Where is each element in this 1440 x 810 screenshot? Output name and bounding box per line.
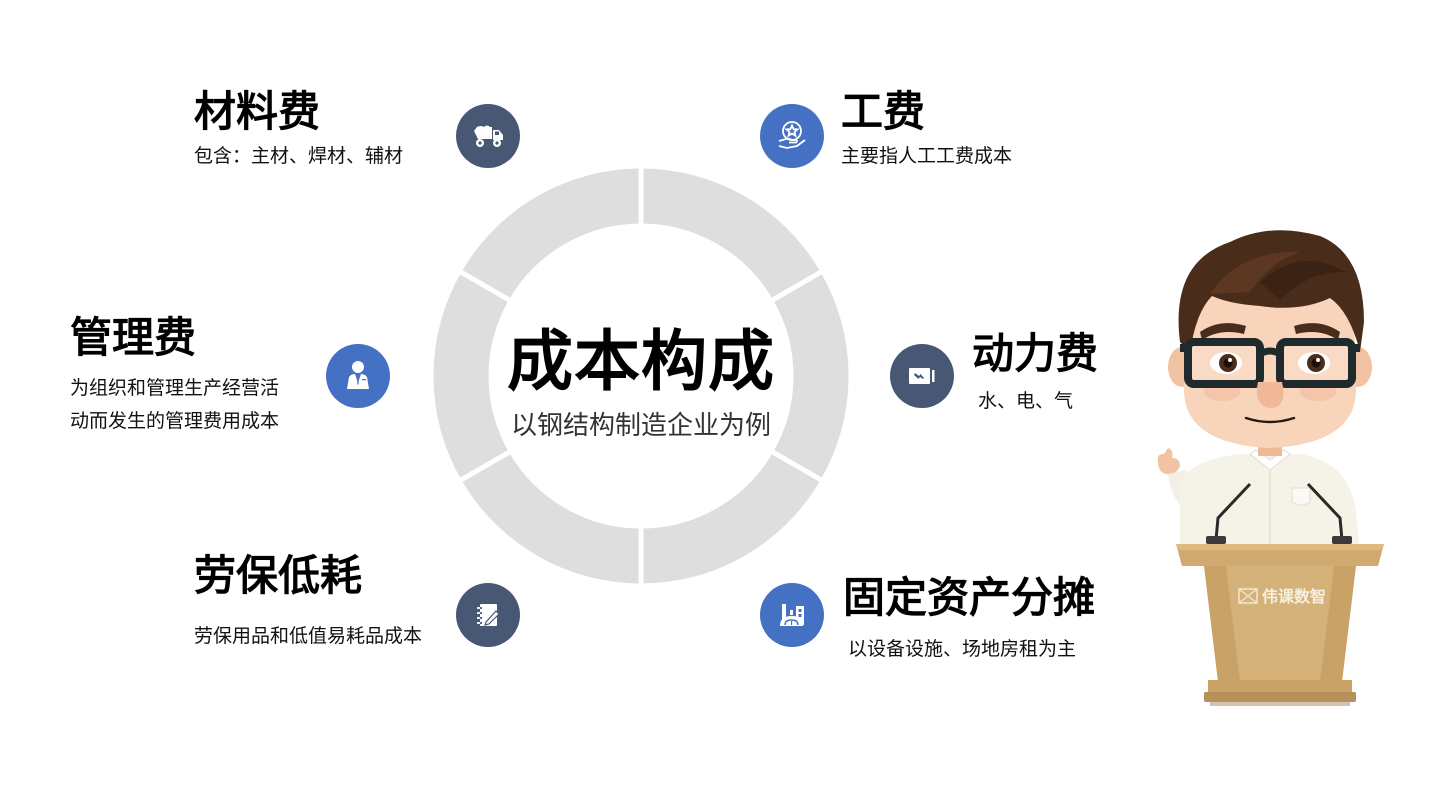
manager-person-icon [326, 344, 390, 408]
item-desc-fixed-asset-amortization: 以设备设施、场地房租为主 [848, 638, 1077, 660]
diagram-title: 成本构成 [507, 323, 775, 400]
item-title-labor-cost: 工费 [841, 87, 926, 136]
presenter-illustration: 伟课数智 [1157, 230, 1384, 706]
item-title-power-cost: 动力费 [972, 329, 1099, 378]
item-title-management-cost: 管理费 [70, 313, 197, 362]
podium-logo-text: 伟课数智 [1262, 587, 1326, 606]
factory-building-icon [760, 583, 824, 647]
star-award-hand-icon [760, 104, 824, 168]
item-desc-protective-consumables: 劳保用品和低值易耗品成本 [194, 625, 423, 647]
item-desc-management-cost-line2: 动而发生的管理费用成本 [70, 410, 280, 432]
diagram-subtitle: 以钢结构制造企业为例 [510, 411, 771, 441]
item-desc-material-cost: 包含：主材、焊材、辅材 [194, 145, 404, 167]
item-desc-management-cost-line1: 为组织和管理生产经营活 [70, 377, 280, 399]
dump-truck-icon [456, 104, 520, 168]
podium-logo [1238, 588, 1258, 604]
item-title-protective-consumables: 劳保低耗 [194, 551, 363, 600]
item-title-material-cost: 材料费 [194, 87, 321, 136]
item-title-fixed-asset-amortization: 固定资产分摊 [843, 573, 1096, 622]
ring-segment-4 [455, 447, 644, 589]
battery-charge-icon [890, 344, 954, 408]
item-desc-labor-cost: 主要指人工工费成本 [841, 145, 1013, 167]
item-desc-power-cost: 水、电、气 [978, 390, 1074, 412]
notebook-pen-icon [456, 583, 520, 647]
ring-segment-3 [638, 447, 827, 589]
ring-segment-6 [455, 163, 644, 305]
podium [1176, 544, 1384, 706]
ring-segment-1 [638, 163, 827, 305]
